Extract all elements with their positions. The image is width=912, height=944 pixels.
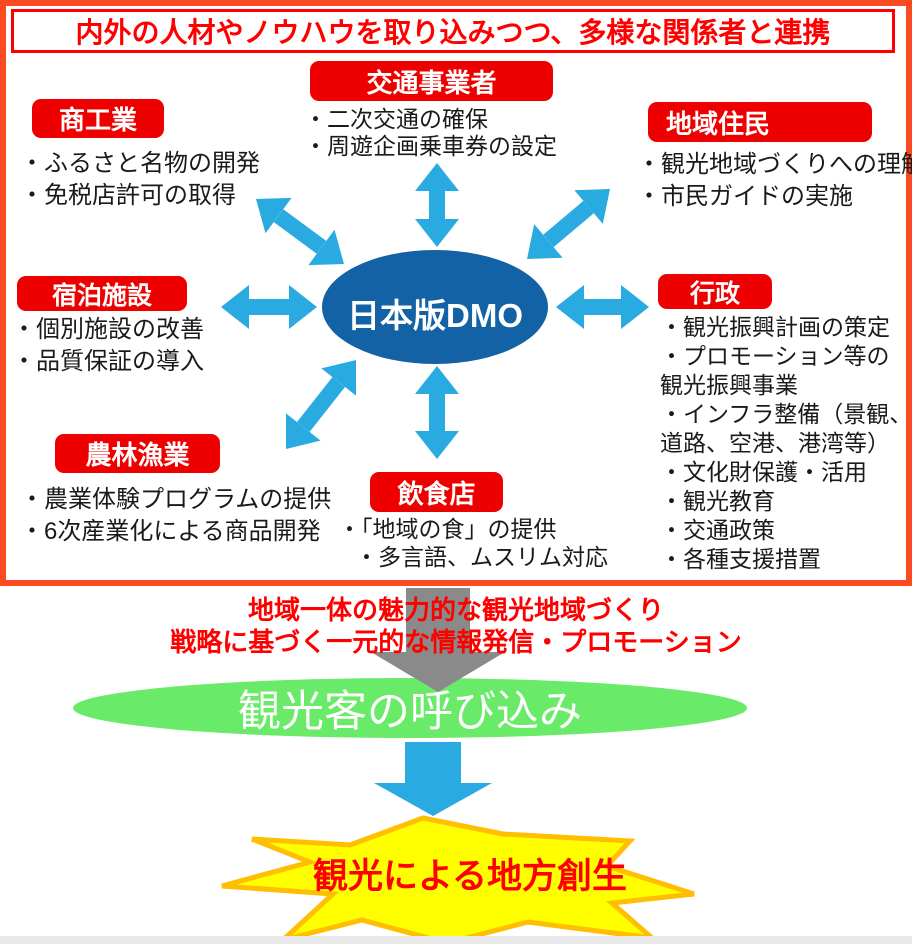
section-items-transport-operators: ・二次交通の確保 ・周遊企画乗車券の設定 — [304, 106, 557, 160]
list-item: ・免税店許可の取得 — [20, 182, 236, 209]
blue-down-arrow — [374, 742, 492, 816]
section-items-accommodations: ・個別施設の改善 ・品質保証の導入 — [12, 314, 204, 378]
list-item: ・各種支援措置 — [660, 546, 821, 572]
list-item: 観光振興事業 — [660, 372, 798, 398]
double-arrow — [256, 197, 344, 266]
banner: 内外の人材やノウハウを取り込みつつ、多様な関係者と連携 — [11, 9, 895, 53]
list-item: ・農業体験プログラムの提供 — [20, 486, 332, 513]
double-arrow — [415, 366, 459, 459]
outcome-text: 地域一体の魅力的な観光地域づくり 戦略に基づく一元的な情報発信・プロモーション — [56, 594, 856, 658]
list-item: ・品質保証の導入 — [12, 348, 204, 375]
section-label-local-residents: 地域住民 — [648, 102, 872, 142]
visitor-attraction-label: 観光客の呼び込み — [238, 688, 582, 736]
dmo-label: 日本版DMO — [347, 297, 523, 334]
double-arrow — [527, 189, 610, 259]
outcome-text-line2: 戦略に基づく一元的な情報発信・プロモーション — [170, 627, 742, 657]
list-item: ・観光振興計画の策定 — [660, 314, 890, 340]
section-label-commerce-industry: 商工業 — [32, 99, 164, 138]
double-arrow — [221, 285, 317, 329]
list-item: ・ふるさと名物の開発 — [20, 150, 260, 177]
double-arrow — [556, 285, 649, 329]
list-item: ・プロモーション等の — [660, 343, 890, 369]
list-item: ・多言語、ムスリム対応 — [355, 544, 608, 570]
list-item: ・二次交通の確保 — [304, 106, 488, 132]
visitor-attraction-ellipse — [73, 678, 747, 738]
dmo-ellipse — [322, 250, 548, 364]
double-arrow — [286, 360, 356, 449]
list-item: ・観光教育 — [660, 488, 775, 514]
regional-revitalization-label: 観光による地方創生 — [313, 857, 627, 896]
list-item: ・6次産業化による商品開発 — [20, 518, 321, 545]
list-item: 道路、空港、港湾等） — [660, 430, 890, 456]
main-panel-frame — [0, 0, 912, 586]
bottom-strip — [0, 936, 912, 944]
section-items-government: ・観光振興計画の策定 ・プロモーション等の 観光振興事業 ・インフラ整備（景観、… — [660, 313, 912, 574]
double-arrow — [415, 163, 459, 247]
section-items-restaurants: ・「地域の食」の提供 ・多言語、ムスリム対応 — [338, 515, 608, 571]
section-label-agri-forestry-fisheries: 農林漁業 — [55, 434, 220, 473]
section-items-local-residents: ・観光地域づくりへの理解 ・市民ガイドの実施 — [637, 149, 912, 213]
list-item: ・交通政策 — [660, 517, 775, 543]
list-item: ・「地域の食」の提供 — [338, 516, 557, 542]
list-item: ・インフラ整備（景観、 — [660, 401, 912, 427]
section-items-agri-forestry-fisheries: ・農業体験プログラムの提供 ・6次産業化による商品開発 — [20, 484, 331, 548]
section-items-commerce-industry: ・ふるさと名物の開発 ・免税店許可の取得 — [20, 148, 260, 212]
section-label-government: 行政 — [658, 274, 772, 309]
list-item: ・個別施設の改善 — [12, 316, 204, 343]
list-item: ・観光地域づくりへの理解 — [637, 151, 912, 178]
banner-text: 内外の人材やノウハウを取り込みつつ、多様な関係者と連携 — [75, 17, 831, 48]
gray-down-arrow — [371, 588, 505, 692]
section-label-accommodations: 宿泊施設 — [17, 276, 187, 311]
list-item: ・周遊企画乗車券の設定 — [304, 133, 557, 159]
section-label-transport-operators: 交通事業者 — [310, 61, 553, 101]
outcome-text-line1: 地域一体の魅力的な観光地域づくり — [247, 595, 664, 625]
list-item: ・市民ガイドの実施 — [637, 183, 853, 210]
list-item: ・文化財保護・活用 — [660, 459, 867, 485]
connector-arrows — [221, 163, 649, 459]
section-label-restaurants: 飲食店 — [370, 472, 503, 512]
